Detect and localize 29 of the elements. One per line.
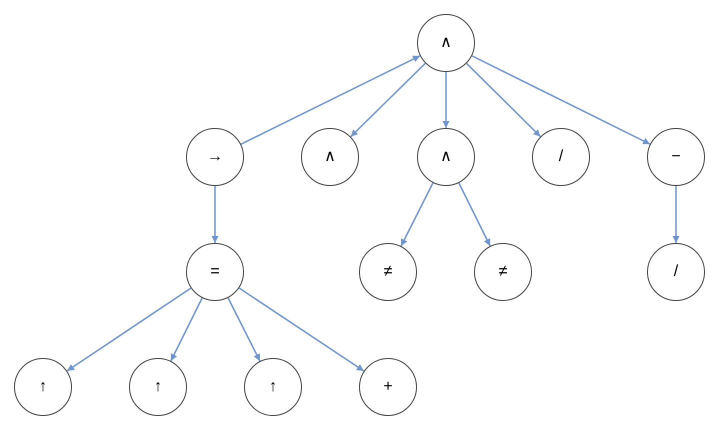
arrow	[240, 55, 420, 145]
arrow	[170, 298, 203, 362]
operator-symbol: /	[674, 264, 678, 280]
operator-symbol: ↑	[154, 379, 162, 395]
arrow	[466, 62, 541, 138]
arrow	[238, 287, 364, 372]
arrow	[350, 62, 426, 138]
tree-node-circle	[186, 243, 244, 301]
operator-symbol: =	[210, 264, 220, 280]
arrow	[212, 186, 218, 243]
operator-symbol: ↑	[39, 379, 47, 395]
operator-symbol: ↑	[269, 379, 277, 395]
operator-symbol: ∧	[440, 149, 452, 165]
operator-symbol: /	[558, 149, 564, 165]
operator-symbol: ≠	[384, 264, 392, 280]
operator-symbol: ∧	[324, 149, 336, 165]
arrow	[400, 182, 434, 246]
arrow	[472, 55, 650, 145]
tree-node-circle	[417, 14, 475, 72]
arrow	[672, 186, 680, 243]
operator-symbol: −	[671, 149, 681, 165]
operator-symbol: →	[207, 149, 223, 165]
arrow	[227, 298, 261, 362]
arrow	[442, 72, 450, 128]
operator-symbol: +	[383, 379, 393, 395]
operator-symbol: ≠	[498, 264, 508, 280]
operator-symbol: ∧	[440, 35, 452, 51]
arrow	[458, 182, 491, 246]
arrow	[66, 288, 192, 372]
